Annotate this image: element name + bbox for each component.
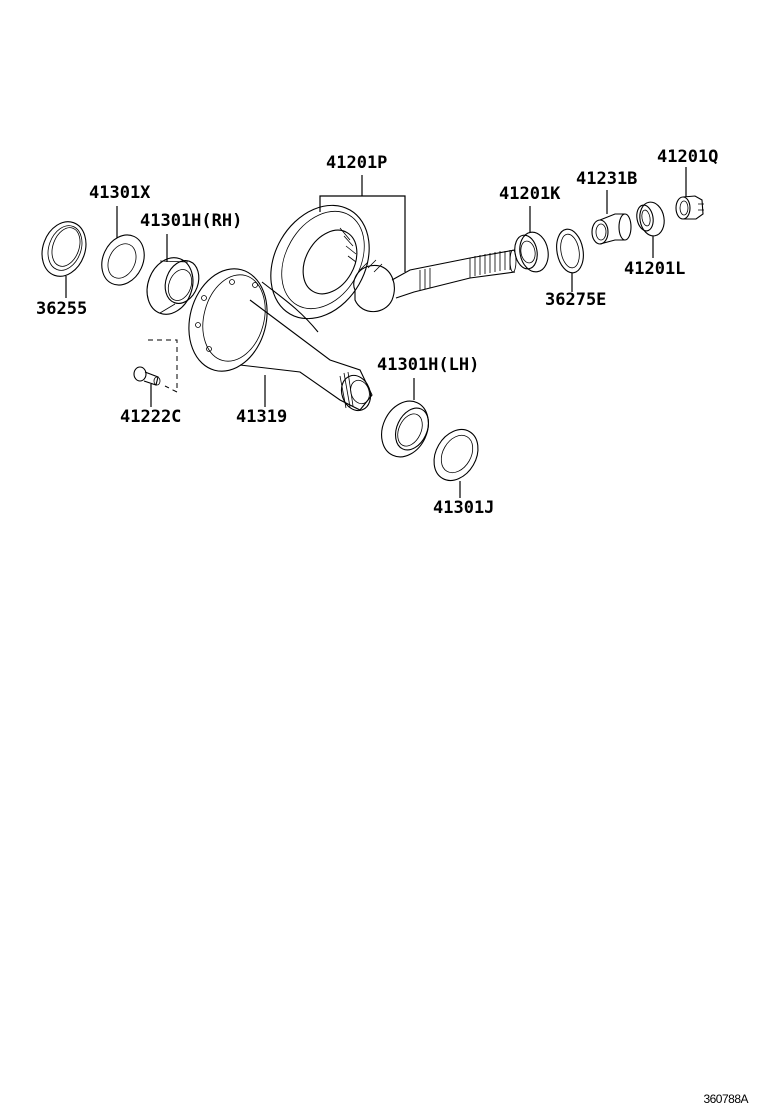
part-label-36275e[interactable]: 36275E xyxy=(545,290,607,310)
part-label-41301h-lh[interactable]: 41301H(LH) xyxy=(377,355,480,375)
part-label-36255[interactable]: 36255 xyxy=(36,299,88,319)
part-label-41301x[interactable]: 41301X xyxy=(89,183,151,203)
part-label-41231b[interactable]: 41231B xyxy=(576,169,638,189)
oil-seal-36255-drawing[interactable] xyxy=(35,216,94,283)
side-bearing-rh-drawing[interactable] xyxy=(139,251,204,321)
part-label-41319[interactable]: 41319 xyxy=(236,407,288,427)
shim-41301j-drawing[interactable] xyxy=(425,422,487,489)
part-label-41301j[interactable]: 41301J xyxy=(433,498,495,518)
part-label-41201k[interactable]: 41201K xyxy=(499,184,561,204)
spacer-41231b-drawing[interactable] xyxy=(591,213,632,245)
part-label-41201q[interactable]: 41201Q xyxy=(657,147,719,167)
part-label-41201l[interactable]: 41201L xyxy=(624,259,686,279)
bolt-41222c-drawing[interactable] xyxy=(133,366,161,386)
differential-case-drawing[interactable] xyxy=(178,260,375,415)
diagram-id: 360788A xyxy=(703,1092,748,1106)
part-label-41222c[interactable]: 41222C xyxy=(120,407,182,427)
part-label-41201p[interactable]: 41201P xyxy=(326,153,388,173)
pinion-bearing-outer-drawing[interactable] xyxy=(635,200,667,238)
nut-41201q-drawing[interactable] xyxy=(675,195,704,220)
washer-36275e-drawing[interactable] xyxy=(553,227,586,275)
part-label-41301h-rh[interactable]: 41301H(RH) xyxy=(140,211,243,231)
side-bearing-lh-drawing[interactable] xyxy=(373,393,437,464)
ring-gear-pinion-drawing[interactable] xyxy=(251,188,517,337)
pinion-bearing-inner-drawing[interactable] xyxy=(512,230,551,274)
shim-41301x-drawing[interactable] xyxy=(94,228,152,292)
